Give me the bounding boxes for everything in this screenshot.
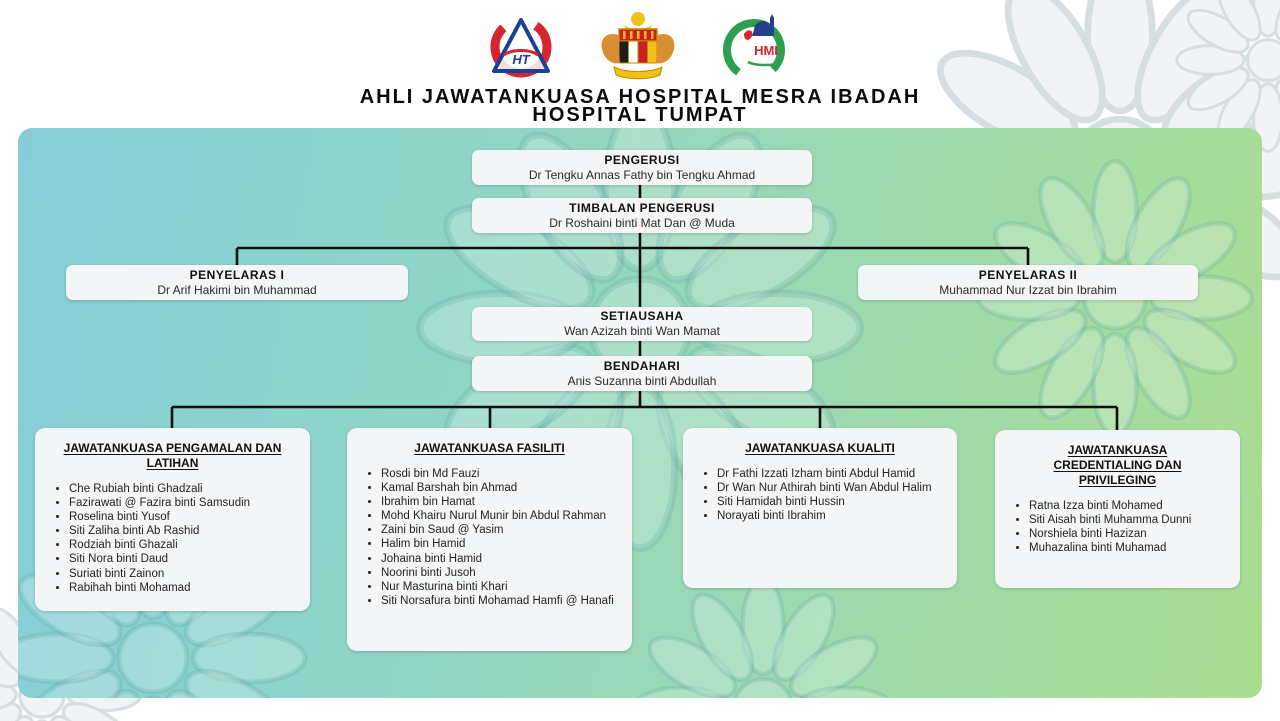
member-item: Rosdi bin Md Fauzi: [381, 468, 618, 482]
member-item: Che Rubiah binti Ghadzali: [69, 483, 296, 497]
member-item: Roselina binti Yusof: [69, 511, 296, 525]
hospital-tumpat-logo: HT: [490, 16, 552, 78]
page-title: AHLI JAWATANKUASA HOSPITAL MESRA IBADAH …: [0, 86, 1280, 126]
member-item: Ibrahim bin Hamat: [381, 496, 618, 510]
role-box-bendahari: BENDAHARI Anis Suzanna binti Abdullah: [472, 356, 812, 391]
member-item: Norayati binti Ibrahim: [717, 510, 943, 524]
member-item: Kamal Barshah bin Ahmad: [381, 482, 618, 496]
role-title: PENYELARAS I: [189, 267, 285, 282]
member-item: Siti Norsafura binti Mohamad Hamfi @ Han…: [381, 595, 618, 609]
member-item: Ratna Izza binti Mohamed: [1029, 500, 1226, 514]
role-box-penyelaras-1: PENYELARAS I Dr Arif Hakimi bin Muhammad: [66, 265, 408, 300]
member-item: Nur Masturina binti Khari: [381, 581, 618, 595]
member-item: Siti Zaliha binti Ab Rashid: [69, 525, 296, 539]
role-name: Dr Tengku Annas Fathy bin Tengku Ahmad: [528, 167, 756, 182]
member-item: Dr Wan Nur Athirah binti Wan Abdul Halim: [717, 482, 943, 496]
member-item: Rodziah binti Ghazali: [69, 539, 296, 553]
member-list: Che Rubiah binti GhadzaliFazirawati @ Fa…: [45, 483, 300, 595]
committee-box-fasiliti: JAWATANKUASA FASILITI Rosdi bin Md Fauzi…: [347, 428, 632, 651]
role-name: Anis Suzanna binti Abdullah: [567, 373, 717, 388]
member-item: Fazirawati @ Fazira binti Samsudin: [69, 497, 296, 511]
member-list: Dr Fathi Izzati Izham binti Abdul HamidD…: [693, 468, 947, 524]
member-item: Siti Nora binti Daud: [69, 553, 296, 567]
member-item: Muhazalina binti Muhamad: [1029, 542, 1226, 556]
member-item: Norshiela binti Hazizan: [1029, 528, 1226, 542]
role-title: PENYELARAS II: [978, 267, 1078, 282]
member-list: Rosdi bin Md FauziKamal Barshah bin Ahma…: [357, 468, 622, 608]
member-item: Mohd Khairu Nurul Munir bin Abdul Rahman: [381, 510, 618, 524]
committee-title: JAWATANKUASA KUALITI: [745, 441, 895, 455]
member-item: Siti Aisah binti Muhamma Dunni: [1029, 514, 1226, 528]
member-item: Rabihah binti Mohamad: [69, 582, 296, 596]
committee-box-kualiti: JAWATANKUASA KUALITI Dr Fathi Izzati Izh…: [683, 428, 957, 588]
committee-box-credentialing-dan-privileging: JAWATANKUASA CREDENTIALING DAN PRIVILEGI…: [995, 430, 1240, 588]
role-box-penyelaras-2: PENYELARAS II Muhammad Nur Izzat bin Ibr…: [858, 265, 1198, 300]
role-title: PENGERUSI: [604, 152, 680, 167]
page-title-line1: AHLI JAWATANKUASA HOSPITAL MESRA IBADAH: [359, 86, 921, 108]
role-box-pengerusi: PENGERUSI Dr Tengku Annas Fathy bin Teng…: [472, 150, 812, 185]
hmi-logo: HMI: [723, 14, 786, 81]
member-item: Halim bin Hamid: [381, 538, 618, 552]
member-item: Zaini bin Saud @ Yasim: [381, 524, 618, 538]
role-box-timbalan-pengerusi: TIMBALAN PENGERUSI Dr Roshaini binti Mat…: [472, 198, 812, 233]
committee-box-pengamalan-dan-latihan: JAWATANKUASA PENGAMALAN DAN LATIHAN Che …: [35, 428, 310, 611]
role-title: TIMBALAN PENGERUSI: [569, 200, 715, 215]
role-title: BENDAHARI: [603, 358, 681, 373]
role-name: Wan Azizah binti Wan Mamat: [564, 324, 720, 338]
role-title: SETIAUSAHA: [600, 309, 684, 323]
member-item: Dr Fathi Izzati Izham binti Abdul Hamid: [717, 468, 943, 482]
logo-row: HT HMI: [0, 8, 1280, 86]
ht-logo-text: HT: [512, 52, 530, 67]
committee-title: JAWATANKUASA FASILITI: [414, 441, 565, 455]
member-item: Suriati binti Zainon: [69, 568, 296, 582]
page-title-line2: HOSPITAL TUMPAT: [532, 104, 748, 126]
committee-title: JAWATANKUASA CREDENTIALING DAN PRIVILEGI…: [1053, 443, 1182, 487]
member-list: Ratna Izza binti MohamedSiti Aisah binti…: [1005, 500, 1230, 556]
header: HT HMI: [0, 8, 1280, 126]
member-item: Johaina binti Hamid: [381, 553, 618, 567]
hmi-logo-text: HMI: [754, 43, 778, 58]
jata-negara-malaysia-logo: [601, 12, 675, 80]
role-box-setiausaha: SETIAUSAHA Wan Azizah binti Wan Mamat: [472, 307, 812, 341]
role-name: Muhammad Nur Izzat bin Ibrahim: [939, 282, 1117, 297]
member-item: Noorini binti Jusoh: [381, 567, 618, 581]
committee-title: JAWATANKUASA PENGAMALAN DAN LATIHAN: [63, 441, 282, 470]
role-name: Dr Arif Hakimi bin Muhammad: [157, 282, 317, 297]
role-name: Dr Roshaini binti Mat Dan @ Muda: [549, 215, 735, 230]
member-item: Siti Hamidah binti Hussin: [717, 496, 943, 510]
